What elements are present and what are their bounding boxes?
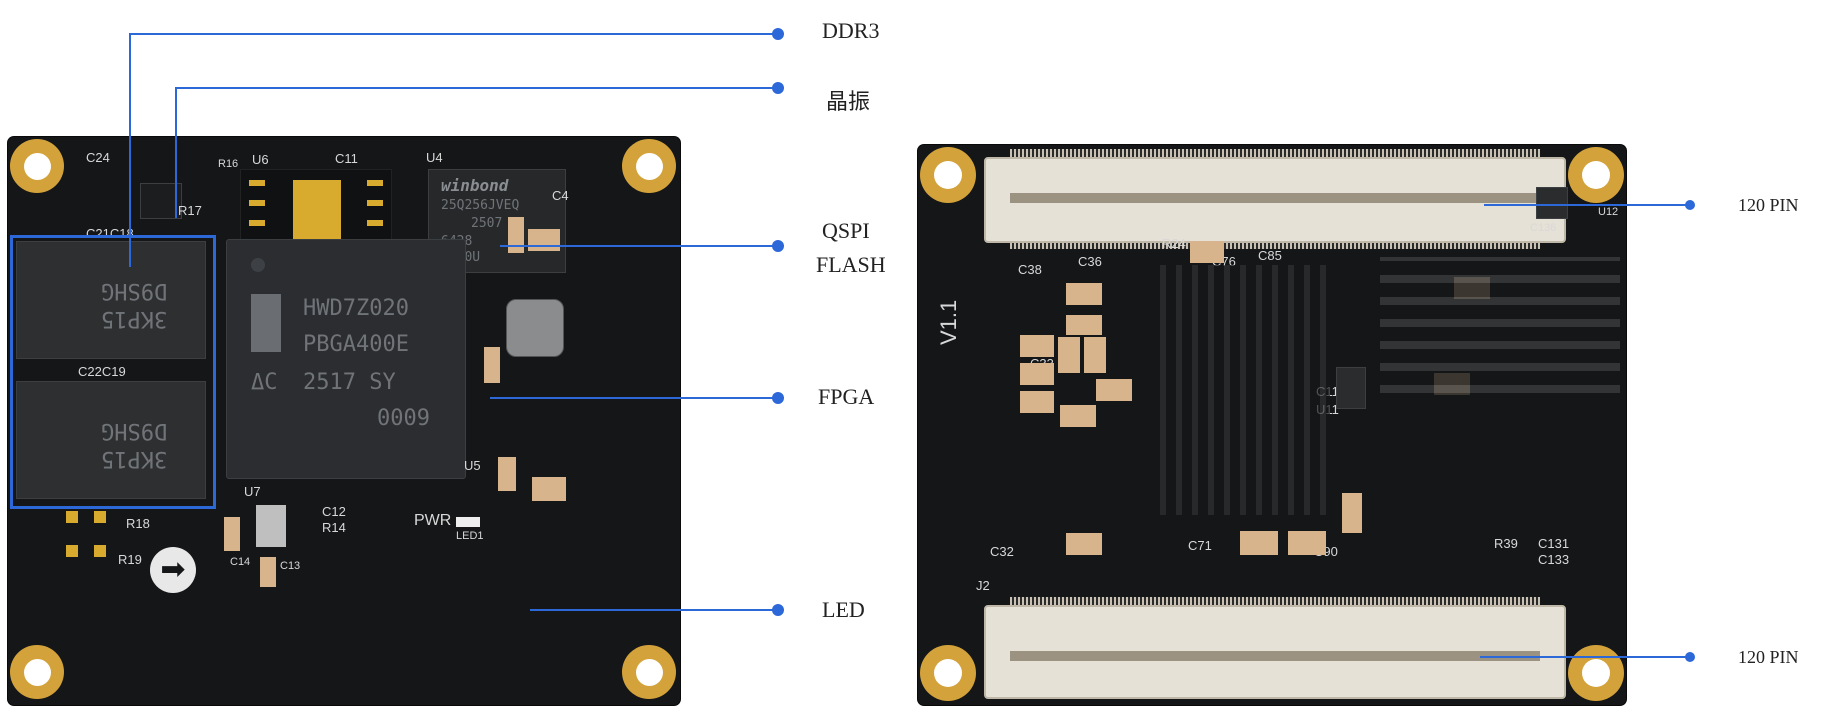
capacitor — [484, 347, 500, 383]
u12-chip — [1536, 187, 1568, 219]
fpga-logo-block — [251, 294, 281, 352]
label-c22c19: C22C19 — [78, 364, 126, 379]
capacitor — [1288, 531, 1326, 555]
label-qspi: QSPI — [822, 218, 870, 243]
ddr3-highlight-box — [10, 235, 216, 509]
fpga-line2: PBGA400E — [303, 332, 409, 357]
flash-line2: 2507 — [471, 216, 503, 231]
core-board-back: V1.1 U12 C136 J2 C32 C33 C38 C36 R24 C76… — [918, 145, 1626, 705]
label-c71: C71 — [1188, 538, 1212, 553]
label-c4: C4 — [552, 188, 569, 203]
label-r14: R14 — [322, 520, 346, 535]
mounting-hole — [920, 147, 976, 203]
inductor — [506, 299, 564, 357]
label-c13: C13 — [280, 560, 301, 572]
mounting-hole — [1568, 147, 1624, 203]
fpga-logo: ΔC — [251, 370, 278, 395]
label-j2: J2 — [976, 578, 990, 593]
label-c133: C133 — [1538, 552, 1570, 567]
label-c36: C36 — [1078, 254, 1102, 269]
label-120pin-bottom: 120 PIN — [1738, 647, 1799, 667]
connector-pins-top-lower — [1010, 243, 1540, 249]
mounting-hole — [622, 645, 676, 699]
led-component — [456, 517, 480, 527]
capacitor — [1096, 379, 1132, 401]
label-crystal: 晶振 — [826, 89, 871, 114]
capacitor — [498, 457, 516, 491]
label-c11: C11 — [335, 151, 358, 166]
flash-brand: winbond — [441, 176, 509, 195]
mounting-hole — [10, 645, 64, 699]
label-u4: U4 — [426, 150, 443, 165]
label-r17: R17 — [178, 203, 202, 218]
resistor-array — [1380, 257, 1620, 407]
label-c38: C38 — [1018, 262, 1042, 277]
label-flash: FLASH — [816, 252, 886, 277]
label-u12: U12 — [1598, 206, 1619, 218]
capacitor — [1084, 337, 1106, 373]
capacitor — [1058, 337, 1080, 373]
connector-pins-bottom — [1010, 597, 1540, 605]
mounting-hole — [622, 139, 676, 193]
label-r18: R18 — [126, 516, 150, 531]
ddr3-chip-top: D9SHG 3KP15 — [16, 241, 206, 359]
label-c32: C32 — [990, 544, 1014, 559]
capacitor — [256, 505, 286, 547]
capacitor — [1066, 315, 1102, 335]
label-u7: U7 — [244, 484, 261, 499]
label-u6: U6 — [252, 152, 269, 167]
fpga-line4: 0009 — [377, 406, 430, 431]
capacitor — [1066, 283, 1102, 305]
capacitor — [224, 517, 240, 551]
capacitor — [1190, 241, 1224, 263]
label-r24: R24 — [1162, 236, 1186, 251]
direction-arrow-icon: ➡ — [150, 547, 196, 593]
connector-120pin-top[interactable] — [984, 157, 1566, 243]
mounting-hole — [1568, 645, 1624, 701]
capacitor — [1240, 531, 1278, 555]
label-c14: C14 — [230, 556, 251, 568]
connector-120pin-bottom[interactable] — [984, 605, 1566, 699]
label-u5: U5 — [464, 458, 481, 473]
label-c131: C131 — [1538, 536, 1570, 551]
fpga-chip: HWD7Z020 PBGA400E ΔC 2517 SY 0009 — [226, 239, 466, 479]
capacitor — [508, 217, 524, 253]
label-led1: LED1 — [456, 530, 484, 542]
label-120pin-top: 120 PIN — [1738, 195, 1799, 215]
mounting-hole — [10, 139, 64, 193]
capacitor — [1020, 363, 1054, 385]
capacitor — [1020, 391, 1054, 413]
mounting-hole — [920, 645, 976, 701]
label-fpga: FPGA — [818, 384, 875, 409]
u11-chip — [1336, 367, 1366, 409]
capacitor — [1060, 405, 1096, 427]
flash-line1: 25Q256JVEQ — [441, 198, 520, 213]
capacitor — [1342, 493, 1362, 533]
core-board-front: winbond 25Q256JVEQ 2507 6428 9H90U U4 C1… — [8, 137, 680, 705]
capacitor — [1020, 335, 1054, 357]
label-c24: C24 — [86, 150, 110, 165]
label-led: LED — [822, 597, 865, 622]
capacitor — [260, 557, 276, 587]
fpga-line3: 2517 SY — [303, 370, 396, 395]
passive-array — [1150, 265, 1330, 515]
connector-pins-top — [1010, 149, 1540, 157]
capacitor — [1066, 533, 1102, 555]
ddr3-chip-bottom: D9SHG 3KP15 — [16, 381, 206, 499]
label-c85: C85 — [1258, 248, 1282, 263]
label-r16: R16 — [218, 158, 239, 170]
label-c136: C136 — [1530, 222, 1557, 234]
capacitor — [532, 477, 566, 501]
label-c12: C12 — [322, 504, 346, 519]
fpga-line1: HWD7Z020 — [303, 296, 409, 321]
label-pwr: PWR — [414, 512, 452, 529]
label-r19: R19 — [118, 552, 142, 567]
label-ddr3: DDR3 — [822, 18, 880, 43]
label-r39: R39 — [1494, 536, 1518, 551]
